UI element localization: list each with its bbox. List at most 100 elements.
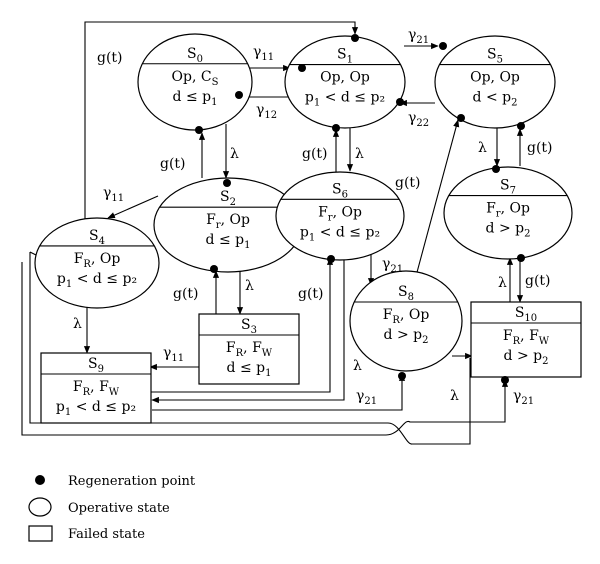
legend-regeneration-label: Regeneration point xyxy=(68,474,196,489)
transition-label-gt-s3-s2: g(t) xyxy=(173,286,199,302)
state-name: S6 xyxy=(332,181,348,200)
failed-state-shape xyxy=(470,301,582,378)
state-composition: Op, CS xyxy=(172,69,219,88)
operative-state-shape xyxy=(34,217,160,309)
transition-label-lam-s6-s9: λ xyxy=(353,358,362,374)
legend-operative-label: Operative state xyxy=(68,501,170,516)
transition-label-gt-s7-s5: g(t) xyxy=(527,140,553,156)
transition-label-lam-s5-s7: λ xyxy=(478,140,487,156)
transition-label-g11-s3-s9: γ11 xyxy=(163,345,184,364)
transition-label-g11-s0-s1: γ11 xyxy=(253,44,274,63)
legend-operative-shape xyxy=(28,497,52,517)
transition-label-g12-s1-s0: γ12 xyxy=(256,102,277,121)
operative-state-shape xyxy=(349,270,463,372)
regeneration-dot xyxy=(501,376,509,384)
state-name: S2 xyxy=(220,189,236,208)
operative-state-shape xyxy=(434,35,556,129)
state-condition: d ≤ p1 xyxy=(173,89,218,108)
regeneration-dot xyxy=(298,64,306,72)
transitions xyxy=(21,21,524,445)
state-condition: p1 < d ≤ p₂ xyxy=(305,90,385,109)
legend-failed-label: Failed state xyxy=(68,527,145,542)
operative-state-shape xyxy=(275,171,405,261)
state-name: S1 xyxy=(337,47,353,66)
state-composition: FR, FW xyxy=(226,340,273,359)
state-condition: d ≤ p1 xyxy=(227,360,272,379)
regeneration-dot xyxy=(351,34,359,42)
regeneration-dot xyxy=(439,42,447,50)
regeneration-dot xyxy=(457,114,465,122)
state-condition: p1 < d ≤ p₂ xyxy=(56,399,136,418)
legend: Regeneration point Operative state Faile… xyxy=(28,474,196,542)
regeneration-dot xyxy=(398,372,406,380)
state-name: S5 xyxy=(487,47,503,66)
state-name: S9 xyxy=(88,356,104,375)
state-condition: d > p2 xyxy=(504,348,549,367)
regeneration-dot xyxy=(492,165,500,173)
state-composition: FR, Op xyxy=(74,251,121,270)
transition-label-gt-top: g(t) xyxy=(97,50,123,66)
state-composition: FR, Op xyxy=(383,307,430,326)
transition-label-lam-s1-s6: λ xyxy=(355,146,364,162)
regeneration-dot xyxy=(210,265,218,273)
state-composition: Fr, Op xyxy=(206,212,250,231)
transition-label-g22-s5-s1: γ22 xyxy=(408,110,429,129)
state-name: S10 xyxy=(515,305,537,324)
transition-label-lam-s4-s9: λ xyxy=(73,316,82,332)
transition-label-gt-mid: g(t) xyxy=(395,175,421,191)
state-condition: d < p2 xyxy=(473,90,518,109)
regeneration-dot xyxy=(223,179,231,187)
transition-label-lam-s7-s10: λ xyxy=(498,275,507,291)
transition-label-gt-s10-s7: g(t) xyxy=(525,273,551,289)
state-condition: p1 < d ≤ p₂ xyxy=(57,271,137,290)
transition-label-gt-s6-s1: g(t) xyxy=(302,146,328,162)
regeneration-dot xyxy=(327,255,335,263)
state-condition: d > p2 xyxy=(486,221,531,240)
failed-state-shape xyxy=(198,313,300,385)
transition-label-lam-s0-s2: λ xyxy=(230,146,239,162)
state-composition: Fr, Op xyxy=(486,201,530,220)
state-condition: d > p2 xyxy=(384,327,429,346)
state-name: S3 xyxy=(241,317,257,336)
state-name: S4 xyxy=(89,228,105,247)
transition-label-g21-s10: γ21 xyxy=(513,388,534,407)
transition-label-gt-s6-low: g(t) xyxy=(298,286,324,302)
regeneration-dot xyxy=(517,122,525,130)
transition-label-g11-s2-s4: γ11 xyxy=(103,185,124,204)
regeneration-dot xyxy=(195,126,203,134)
state-composition: FR, FW xyxy=(503,328,550,347)
transition-label-g21-s1-s5: γ21 xyxy=(408,27,429,46)
failed-state-shape xyxy=(40,352,152,424)
transition-label-g21-s6-s8: γ21 xyxy=(382,256,403,275)
transition-labels: γ11 γ12 γ21 γ22 g(t) g(t) λ g(t) λ g(t) λ g(t) γ11 γ2… xyxy=(73,27,553,407)
state-name: S0 xyxy=(187,46,203,65)
state-condition: p1 < d ≤ p₂ xyxy=(300,224,380,243)
state-name: S7 xyxy=(500,178,516,197)
transition-label-lam-s8-s10: λ xyxy=(450,388,459,404)
regeneration-dot xyxy=(396,98,404,106)
state-composition: FR, FW xyxy=(73,379,120,398)
operative-state-shape xyxy=(443,166,573,260)
regeneration-dot xyxy=(332,124,340,132)
state-condition: d ≤ p1 xyxy=(206,232,251,251)
transition-label-g21-bottom: γ21 xyxy=(356,388,377,407)
transition-label-gt-s2-s0: g(t) xyxy=(160,156,186,172)
legend-failed-shape xyxy=(28,525,53,542)
regeneration-points xyxy=(195,34,525,384)
regeneration-dot xyxy=(235,91,243,99)
state-composition: Op, Op xyxy=(320,70,370,86)
state-composition: Fr, Op xyxy=(318,204,362,223)
state-name: S8 xyxy=(398,284,414,303)
